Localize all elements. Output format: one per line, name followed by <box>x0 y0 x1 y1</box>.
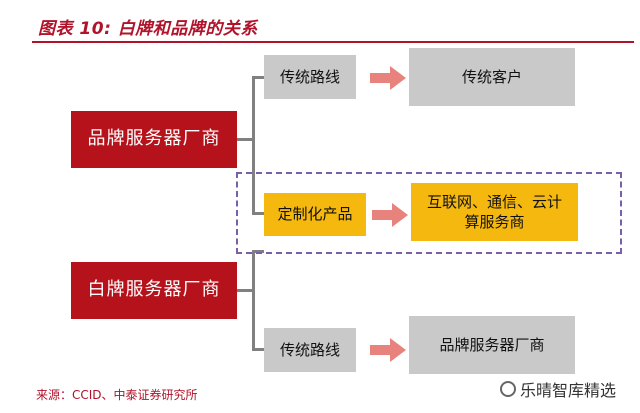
connector-top-vertical <box>252 76 255 215</box>
custom-channel-highlight <box>236 172 622 254</box>
traditional-channel-top-label: 传统路线 <box>279 67 340 86</box>
connector-bottom-stub <box>237 289 254 292</box>
traditional-channel-bottom-box: 传统路线 <box>264 328 356 372</box>
connector-bottom-vertical <box>252 250 255 351</box>
traditional-customer-box: 传统客户 <box>409 48 575 106</box>
watermark: 乐晴智库精选 <box>500 377 616 401</box>
brand-server-vendor-target-box: 品牌服务器厂商 <box>409 316 575 374</box>
arrow-right-icon <box>372 203 408 227</box>
custom-product-label: 定制化产品 <box>277 205 353 224</box>
connector-top-stub <box>237 138 254 141</box>
title-divider <box>32 41 634 43</box>
watermark-text: 乐晴智库精选 <box>520 381 617 400</box>
connector-bottom-to-traditional <box>252 348 264 351</box>
whitebox-server-vendor-label: 白牌服务器厂商 <box>87 279 221 301</box>
brand-server-vendor-label: 品牌服务器厂商 <box>87 128 221 150</box>
custom-product-box: 定制化产品 <box>264 193 366 236</box>
figure-title: 图表 10: 白牌和品牌的关系 <box>38 19 258 39</box>
brand-server-vendor-box: 品牌服务器厂商 <box>71 111 237 168</box>
traditional-channel-bottom-label: 传统路线 <box>279 340 340 359</box>
whitebox-server-vendor-box: 白牌服务器厂商 <box>71 262 237 319</box>
internet-telecom-cloud-label-line2: 算服务商 <box>464 213 525 231</box>
connector-top-to-traditional <box>252 76 264 79</box>
internet-telecom-cloud-box: 互联网、通信、云计 算服务商 <box>411 183 578 241</box>
connector-top-to-custom <box>252 212 264 215</box>
traditional-customer-label: 传统客户 <box>461 67 522 86</box>
connector-bottom-to-custom <box>252 250 264 253</box>
arrow-right-icon <box>370 338 406 362</box>
arrow-right-icon <box>370 66 406 90</box>
brand-server-vendor-target-label: 品牌服务器厂商 <box>439 335 545 354</box>
wechat-icon <box>500 381 516 397</box>
internet-telecom-cloud-label-line1: 互联网、通信、云计 <box>426 192 562 211</box>
source-note: 来源：CCID、中泰证券研究所 <box>36 388 198 402</box>
traditional-channel-top-box: 传统路线 <box>264 55 356 99</box>
